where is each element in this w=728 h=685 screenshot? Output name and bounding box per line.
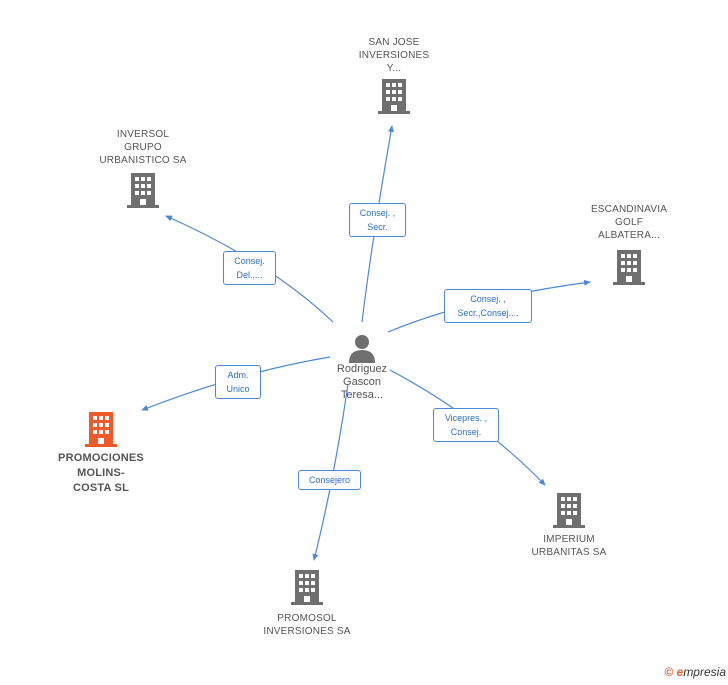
building-icon bbox=[291, 570, 323, 605]
company-label: SAN JOSE INVERSIONES Y... bbox=[358, 37, 430, 74]
brand-logo: empresia bbox=[676, 665, 726, 679]
company-node-imperium[interactable]: IMPERIUM URBANITAS SA bbox=[514, 493, 624, 559]
person-node[interactable]: Rodriguez Gascon Teresa... bbox=[322, 333, 402, 402]
role-label-imperium[interactable]: Vicepres. , Consej. bbox=[433, 408, 499, 442]
building-icon bbox=[85, 412, 117, 447]
company-node-escandinavia[interactable]: ESCANDINAVIA GOLF ALBATERA... bbox=[574, 203, 684, 286]
building-icon bbox=[613, 250, 645, 285]
copyright-icon: © bbox=[664, 665, 674, 679]
person-name: Rodriguez Gascon Teresa... bbox=[336, 363, 388, 401]
building-icon bbox=[378, 79, 410, 114]
person-icon bbox=[349, 335, 375, 363]
role-label-san-jose[interactable]: Consej. , Secr. bbox=[349, 203, 406, 237]
company-node-inversol[interactable]: INVERSOL GRUPO URBANISTICO SA bbox=[88, 128, 198, 209]
company-label: ESCANDINAVIA GOLF ALBATERA... bbox=[590, 204, 668, 241]
company-node-promociones[interactable]: PROMOCIONES MOLINS- COSTA SL bbox=[46, 412, 156, 496]
company-label: PROMOSOL INVERSIONES SA bbox=[263, 613, 351, 637]
building-icon bbox=[553, 493, 585, 528]
role-label-promosol[interactable]: Consejero bbox=[298, 470, 361, 490]
company-label: PROMOCIONES MOLINS- COSTA SL bbox=[58, 452, 144, 494]
brand-footer: © empresia bbox=[664, 665, 726, 679]
company-label: IMPERIUM URBANITAS SA bbox=[531, 534, 607, 558]
role-label-inversol[interactable]: Consej. Del.,... bbox=[223, 251, 276, 285]
company-label: INVERSOL GRUPO URBANISTICO SA bbox=[99, 129, 187, 166]
role-label-escandinavia[interactable]: Consej. , Secr.,Consej.... bbox=[444, 289, 532, 323]
building-icon bbox=[127, 173, 159, 208]
role-label-promociones[interactable]: Adm. Unico bbox=[215, 365, 261, 399]
company-node-promosol[interactable]: PROMOSOL INVERSIONES SA bbox=[252, 570, 362, 638]
company-node-san-jose[interactable]: SAN JOSE INVERSIONES Y... bbox=[344, 36, 444, 115]
